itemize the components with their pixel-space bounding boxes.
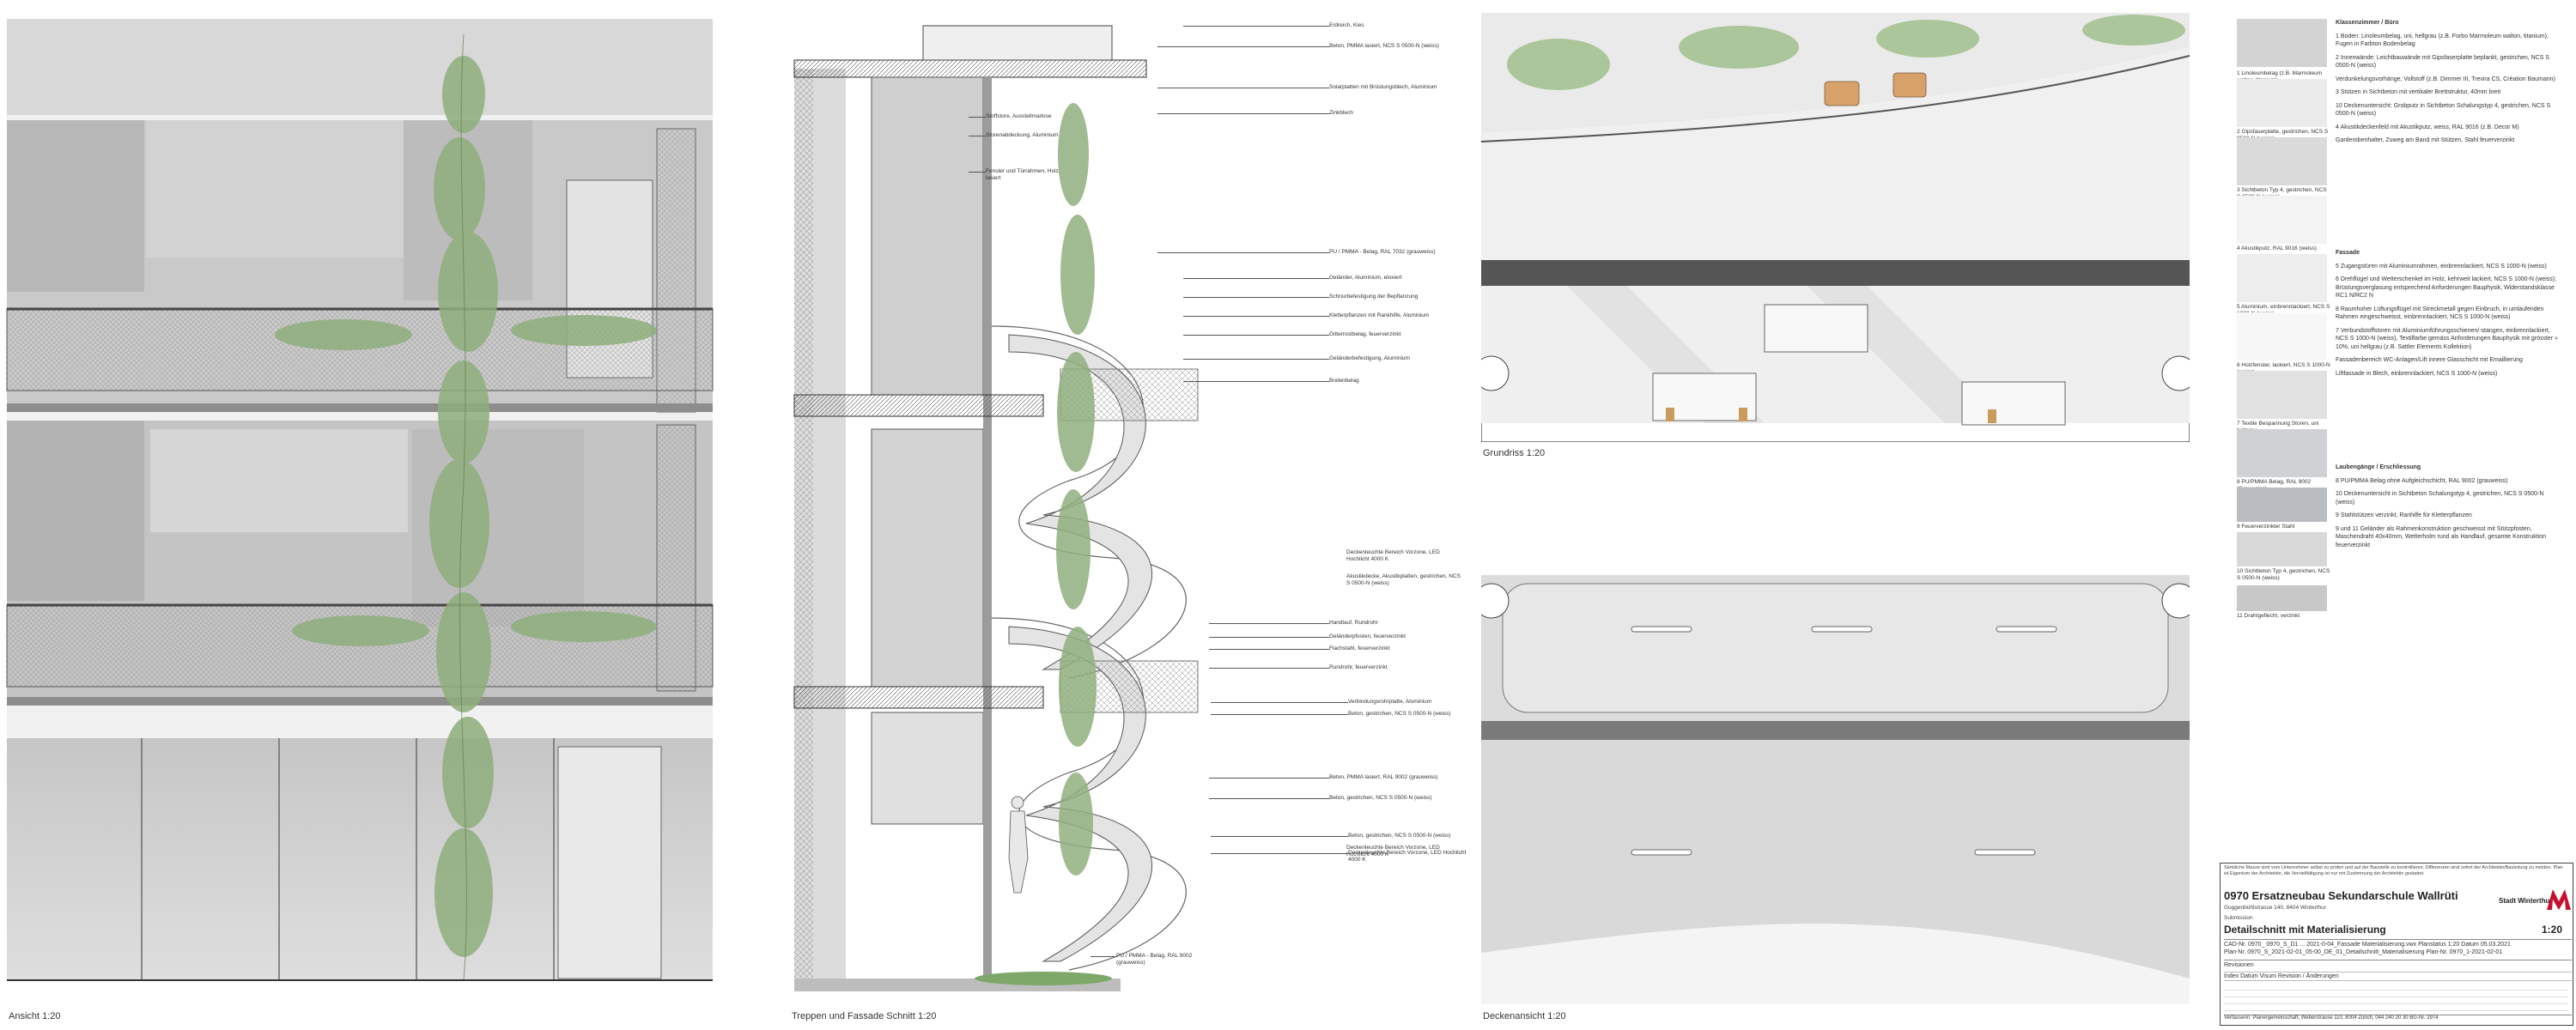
title-block-row: CAD-Nr. 0970_ 0970_S_D1 ... 2021-0-04_Fa… <box>2224 939 2572 948</box>
material-swatch <box>2237 371 2327 419</box>
legend-item: 9 und 11 Geländer als Rahmenkonstruktion… <box>2336 525 2546 548</box>
section-caption: Treppen und Fassade Schnitt 1:20 <box>792 1011 937 1021</box>
legend-section-classroom: Klassenzimmer / Büro 1 Boden: Linoleumbe… <box>2336 19 2563 145</box>
plan-drawing <box>1481 13 2190 442</box>
section-drawing <box>793 25 1199 991</box>
section-label: Zinkblech <box>1157 110 1458 117</box>
legend-item: Liftfassade in Blech, einbrennlackiert, … <box>2336 370 2498 377</box>
legend-section-facade: Fassade 5 Zugangstüren mit Aluminiumrahm… <box>2336 249 2563 378</box>
section-label: Storenabdeckung, Aluminium <box>969 132 1067 139</box>
title-block-row: Plan-Nr. 0970_S_2021-02-01_05-00_DE_01_D… <box>2224 949 2503 955</box>
client-name: Stadt Winterthur <box>2499 897 2553 905</box>
legend-item: Garderobenhalter, Zuweg am Band mit Stüt… <box>2336 137 2515 143</box>
section-label: Geländerbefestigung, Aluminium <box>1183 355 1458 362</box>
legend-item: 8 PU/PMMA Belag ohne Aufgleichschicht, R… <box>2336 477 2508 484</box>
material-swatch <box>2237 79 2327 127</box>
material-swatch <box>2237 532 2327 566</box>
legend-item: 5 Zugangstüren mit Aluminiumrahmen, einb… <box>2336 263 2547 270</box>
title-block-row: Revisionen <box>2224 960 2572 968</box>
section-label: Beton, PMMA lasiert, NCS S 0500-N (weiss… <box>1157 43 1458 50</box>
section-label: Geländer, Aluminium, eloxiert <box>1183 275 1458 282</box>
logo-shape <box>2547 889 2571 910</box>
ceiling-caption: Deckenansicht 1:20 <box>1483 1011 1566 1021</box>
swatch-label: 10 Sichtbeton Typ 4, gestrichen, NCS S 0… <box>2237 568 2330 581</box>
title-block-row: Verfasserin: Planergemeinschaft, Weberst… <box>2224 1015 2572 1021</box>
ceiling-label: Deckenleuchte Bereich Vorzone, LED Hochl… <box>1346 549 1462 563</box>
material-swatch <box>2237 585 2327 611</box>
legend-item: 7 Verbundstoffstoren mit Aluminiumführun… <box>2336 327 2558 350</box>
legend-heading: Klassenzimmer / Büro <box>2336 20 2399 26</box>
project-title: 0970 Ersatzneubau Sekundarschule Wallrüt… <box>2224 889 2458 902</box>
title-block-row: Index Datum Visum Revision / Änderungen <box>2224 972 2572 981</box>
section-label: Stoffstore, Ausstellmarkise <box>969 113 1067 120</box>
legend-item: Fassadenbereich WC-Anlagen/Lift innere G… <box>2336 357 2523 363</box>
elevation-drawing <box>6 19 714 981</box>
legend-item: 2 Innenwände: Leichtbauwände mit Gipsfas… <box>2336 54 2550 70</box>
ceiling-drawing <box>1481 575 2190 1004</box>
client-logo: Stadt Winterthur <box>2499 889 2572 912</box>
section-label: Erdreich, Kies <box>1183 22 1458 29</box>
drawing-scale: 1:20 <box>2542 924 2563 936</box>
material-swatch <box>2237 488 2327 522</box>
section-label: Beton, gestrichen, NCS S 0500-N (weiss) <box>1211 833 1477 839</box>
revision-table <box>2224 984 2567 1013</box>
project-phase: Submission <box>2224 915 2253 921</box>
legend-item: 9 Stahlstützen verzinkt, Ranhilfe für Kl… <box>2336 512 2472 518</box>
legend-heading: Laubengänge / Erschliessung <box>2336 464 2421 470</box>
material-swatch <box>2237 312 2327 360</box>
section-label: Schnurbefestigung der Bepflanzung <box>1183 294 1458 300</box>
material-swatch <box>2237 137 2327 185</box>
section-label: Solarplatten mit Brüstungsblech, Alumini… <box>1157 84 1458 91</box>
project-address: Guggenbühlstrasse 140, 8404 Winterthur <box>2224 905 2326 911</box>
section-label: Beton, gestrichen, NCS S 0500-N (weiss) <box>1209 795 1458 802</box>
plan-caption: Grundriss 1:20 <box>1483 448 1546 458</box>
legend-heading: Fassade <box>2336 250 2360 256</box>
section-label: Rundrohr, feuerverzinkt <box>1209 664 1458 671</box>
section-label: Flachstahl, feuerverzinkt <box>1209 645 1458 652</box>
section-label: Deckenleuchte Bereich Vorzone, LED Hochl… <box>1211 850 1477 863</box>
section-label: Geländerpfosten, feuerverzinkt <box>1209 633 1458 640</box>
material-swatch <box>2237 429 2327 477</box>
legend-item: 10 Deckenuntersicht: Grobputz in Sichtbe… <box>2336 102 2551 118</box>
section-label: Gitterrostbelag, feuerverzinkt <box>1183 331 1458 338</box>
section-label: Verbindungsrohrplatte, Aluminium <box>1211 699 1477 706</box>
section-label: Handlauf, Rundrohr <box>1209 620 1458 627</box>
legend-item: 6 Drehflügel und Wetterschenkel im Holz,… <box>2336 276 2557 299</box>
section-label: Beton, PMMA lasiert, RAL 9002 (grauweiss… <box>1209 774 1458 781</box>
ceiling-label: Akustikdecke, Akustikplatten, gestrichen… <box>1346 573 1462 587</box>
legend-item: 4 Akustikdeckenfeld mit Akustikputz, wei… <box>2336 124 2519 130</box>
legend-item: 3 Stützen in Sichtbeton mit vertikaler B… <box>2336 89 2501 95</box>
legend-item: 8 Raumhoher Lüftungsflügel mit Streckmet… <box>2336 306 2544 321</box>
material-swatch <box>2237 254 2327 302</box>
section-label: PU / PMMA - Belag, RAL 7032 (grauweiss) <box>1157 249 1458 256</box>
swatch-label: 11 Drahtgeflecht, verzinkt <box>2237 613 2300 619</box>
section-label: Beton, gestrichen, NCS S 0500-N (weiss) <box>1211 711 1477 718</box>
legend-item: 1 Boden: Linoleumbelag, uni, hellgrau (z… <box>2336 33 2549 48</box>
legend-section-circulation: Laubengänge / Erschliessung 8 PU/PMMA Be… <box>2336 464 2563 549</box>
section-label: PU / PMMA - Belag, RAL 9002 (grauweiss) <box>1091 953 1193 966</box>
drawing-title: Detailschnitt mit Materialisierung <box>2224 924 2386 936</box>
ceiling-label: Deckenleuchte Bereich Vorzone, LED Hochl… <box>1346 845 1462 858</box>
swatch-label: 9 Feuerverzinkter Stahl <box>2237 524 2295 530</box>
client-logo-mark <box>2547 889 2571 910</box>
legend-item: 10 Deckenuntersicht in Sichtbeton Schalu… <box>2336 491 2544 506</box>
title-block-note: Sämtliche Masse sind vom Unternehmer sel… <box>2224 865 2563 876</box>
legend-item: Verdunkelungsvorhänge, Vollstoff (z.B. D… <box>2336 76 2555 82</box>
swatch-label: 4 Akustikputz, RAL 9016 (weiss) <box>2237 245 2317 251</box>
material-swatch <box>2237 19 2327 67</box>
section-label: Bodenbelag <box>1183 378 1458 385</box>
section-label: Kletterpflanzen mit Rankhilfe, Aluminium <box>1183 312 1458 319</box>
section-label: Fenster und Türrahmen, Holz, lasiert <box>969 168 1067 182</box>
material-swatch <box>2237 196 2327 244</box>
elevation-caption: Ansicht 1:20 <box>9 1011 61 1021</box>
